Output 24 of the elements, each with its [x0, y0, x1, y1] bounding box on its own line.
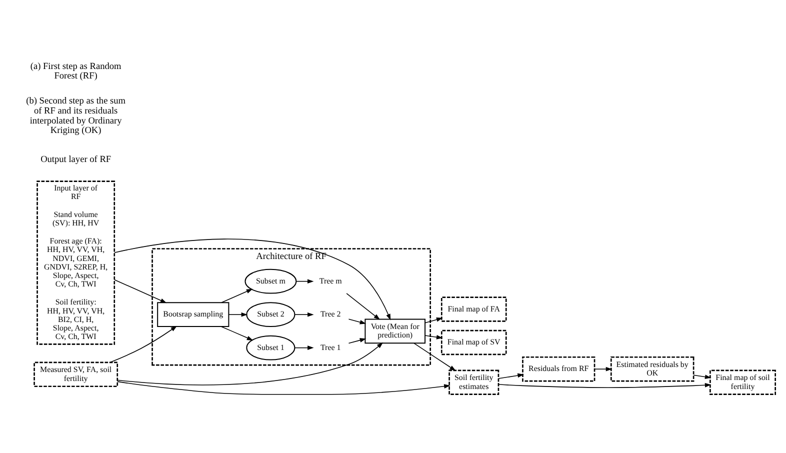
- arrow: [348, 318, 366, 324]
- label: (a) First step as Random Forest (RF): [30, 62, 122, 82]
- arrow: [296, 279, 314, 284]
- arrow: [498, 383, 712, 388]
- label: Output layer of RF: [40, 155, 112, 166]
- arrow: [348, 338, 366, 344]
- arrow: [220, 326, 254, 340]
- arrow: [294, 346, 314, 350]
- arrow: [110, 326, 178, 363]
- label: (b) Second step as the sum of RF and its residuals interpolated by Ordinary Kriging (OK): [26, 96, 126, 136]
- arrow: [424, 318, 443, 324]
- arrow: [117, 342, 384, 386]
- arrow: [117, 381, 450, 395]
- arrow: [346, 293, 380, 320]
- arrow: [114, 238, 391, 320]
- arrow: [498, 373, 524, 379]
- arrow: [693, 374, 712, 380]
- arrow: [414, 342, 456, 371]
- arrow: [228, 312, 248, 317]
- arrow: [424, 334, 443, 340]
- arrow: [220, 288, 253, 303]
- arrow: [594, 366, 612, 372]
- arrow: [294, 312, 314, 317]
- arrow: [114, 279, 167, 304]
